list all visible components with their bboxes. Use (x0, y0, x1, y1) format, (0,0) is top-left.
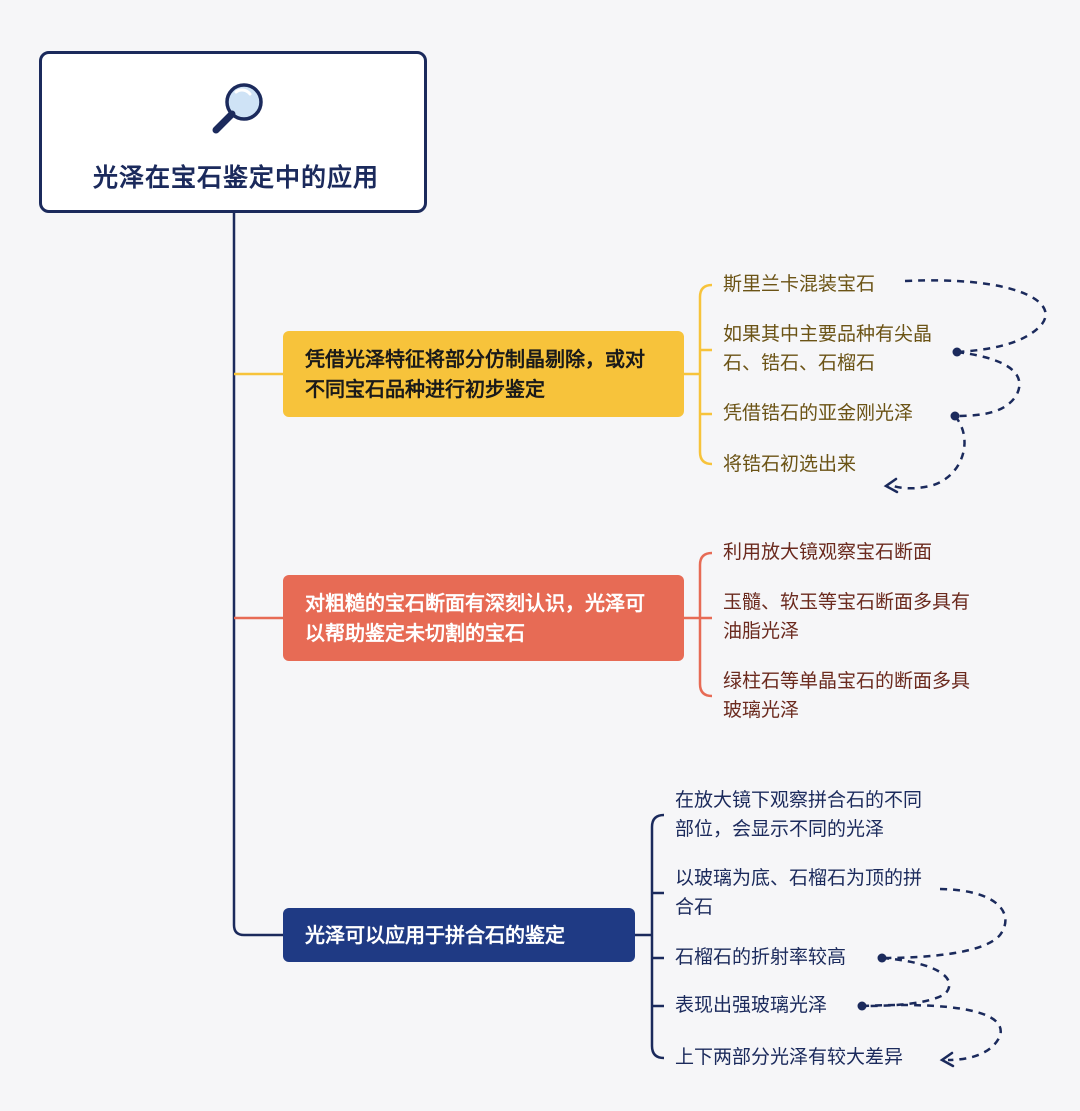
leaf-1-3: 凭借锆石的亚金刚光泽 (723, 402, 914, 424)
leaf-1-2: 如果其中主要品种有尖晶石、锆石、石榴石 (723, 323, 933, 374)
leaf-3-4: 表现出强玻璃光泽 (675, 994, 828, 1016)
leaf-1-4: 将锆石初选出来 (723, 453, 857, 475)
branch-2-node: 对粗糙的宝石断面有深刻认识，光泽可以帮助鉴定未切割的宝石 (283, 575, 684, 661)
magnifier-icon (212, 83, 263, 134)
leaf-1-1: 斯里兰卡混装宝石 (723, 273, 876, 295)
leaf-3-2: 以玻璃为底、石榴石为顶的拼合石 (675, 867, 923, 918)
leaf-3-1: 在放大镜下观察拼合石的不同部位，会显示不同的光泽 (675, 789, 923, 840)
flow-arrows-3 (861, 887, 1007, 1062)
leaf-2-2: 玉髓、软玉等宝石断面多具有油脂光泽 (723, 591, 971, 642)
branch-3-bracket (635, 813, 665, 1060)
branch-3-node: 光泽可以应用于拼合石的鉴定 (283, 908, 635, 962)
leaf-3-3: 石榴石的折射率较高 (675, 946, 847, 968)
branch-2-bracket (684, 551, 713, 698)
leaf-2-1: 利用放大镜观察宝石断面 (723, 541, 933, 563)
trunk-line (232, 213, 283, 937)
branch-1-bracket (684, 283, 713, 466)
root-title: 光泽在宝石鉴定中的应用 (92, 163, 379, 192)
root-node: 光泽在宝石鉴定中的应用 (39, 51, 427, 213)
flow-arrows-1 (892, 279, 1047, 490)
leaf-3-5: 上下两部分光泽有较大差异 (675, 1046, 904, 1068)
flow-dots (857, 347, 962, 1011)
branch-1-node: 凭借光泽特征将部分仿制晶剔除，或对不同宝石品种进行初步鉴定 (283, 331, 684, 417)
leaf-2-3: 绿柱石等单晶宝石的断面多具玻璃光泽 (723, 670, 971, 721)
flow-arrowheads (883, 477, 955, 1068)
